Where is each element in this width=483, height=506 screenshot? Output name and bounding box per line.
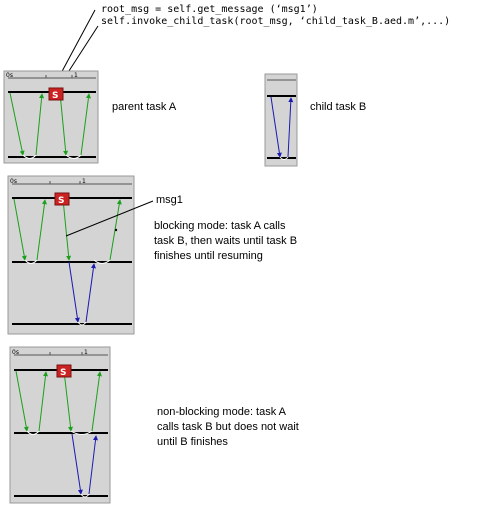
- time-tick-one: 1: [74, 72, 78, 79]
- child-task-panel: [264, 73, 298, 167]
- message-icon: [48, 87, 64, 101]
- time-tick-one: 1: [84, 349, 88, 356]
- child-task-label: child task B: [310, 101, 367, 113]
- blocking-line-1: blocking mode: task A calls: [154, 220, 286, 232]
- nonblocking-line-2: calls task B but does not wait: [157, 421, 299, 433]
- time-tick-start: 0s: [12, 349, 19, 356]
- message-icon-glyph: S: [60, 368, 66, 378]
- blocking-line-3: finishes until resuming: [154, 250, 263, 262]
- nonblocking-line-3: until B finishes: [157, 436, 228, 448]
- parent-task-panel: 0s 1 S: [3, 70, 99, 164]
- blocking-mode-panel: 0s 1 S: [7, 175, 154, 335]
- non-blocking-mode-panel: 0s 1 S: [9, 346, 111, 504]
- non-blocking-mode-description: non-blocking mode: task A calls task B b…: [157, 405, 299, 450]
- time-tick-start: 0s: [6, 72, 13, 79]
- code-line-invoke-child: self.invoke_child_task(root_msg, ‘child_…: [101, 16, 451, 27]
- blocking-line-2: task B, then waits until task B: [154, 235, 298, 247]
- msg1-label: msg1: [156, 194, 183, 206]
- blocking-mode-description: blocking mode: task A calls task B, then…: [154, 219, 297, 264]
- nonblocking-line-1: non-blocking mode: task A: [157, 406, 287, 418]
- msg1-callout-line: [65, 200, 154, 237]
- time-tick-one: 1: [82, 178, 86, 185]
- message-icon: [56, 364, 72, 378]
- code-line-get-message: root_msg = self.get_message (‘msg1’): [101, 4, 318, 15]
- message-icon-glyph: S: [58, 196, 64, 206]
- time-tick-start: 0s: [10, 178, 17, 185]
- parent-task-label: parent task A: [112, 101, 177, 113]
- message-icon-glyph: S: [52, 91, 58, 101]
- message-icon: [54, 192, 70, 206]
